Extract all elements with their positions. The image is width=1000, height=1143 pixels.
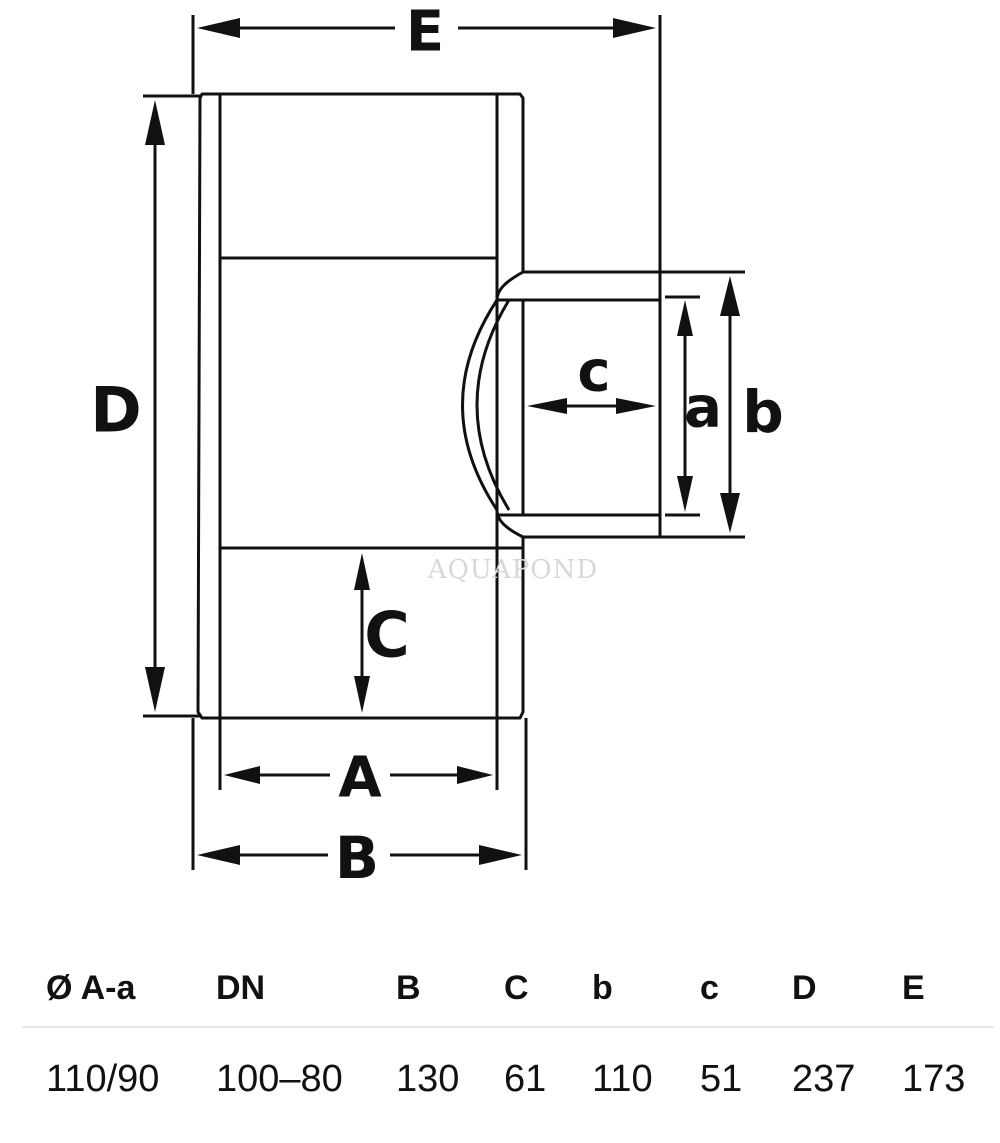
label-E: E	[406, 0, 444, 65]
pipe-tee-diagram: E D C A B c a b AQUAPOND	[90, 0, 784, 892]
table-header-row: Ø A-a DN B C b c D E	[22, 950, 994, 1028]
table-header-cell: c	[676, 950, 768, 1028]
table-cell: 100–80	[216, 1057, 343, 1100]
label-c: c	[577, 340, 610, 405]
table-header-cell: C	[480, 950, 568, 1028]
branch-collar-top	[495, 270, 524, 301]
table-header-cell: DN	[192, 950, 372, 1028]
label-a: a	[684, 376, 722, 441]
table-header-cell: B	[372, 950, 480, 1028]
branch-bulge-inner	[475, 299, 511, 511]
watermark: AQUAPOND	[427, 555, 598, 585]
table-row: 110/90 100–80 130 61 110 51 237 173	[22, 1027, 994, 1130]
branch-collar-bottom	[495, 509, 524, 539]
table-header-cell: Ø A-a	[22, 950, 192, 1028]
table-cell: 110	[592, 1057, 653, 1100]
table-header-cell: b	[568, 950, 676, 1028]
table-header-cell: D	[768, 950, 878, 1028]
label-A: A	[338, 746, 382, 811]
table-cell: 51	[700, 1057, 743, 1100]
tee-main-body	[196, 92, 525, 720]
label-C: C	[364, 599, 410, 672]
dimension-table: Ø A-a DN B C b c D E 110/90 100–80 130 6…	[22, 950, 994, 1130]
table-cell: 237	[792, 1057, 856, 1100]
branch-outer	[523, 270, 662, 539]
table-cell: 130	[396, 1057, 460, 1100]
table-cell: 61	[504, 1057, 547, 1100]
label-D: D	[90, 374, 141, 447]
label-B: B	[335, 824, 379, 892]
branch-bulge-outer	[461, 299, 499, 511]
label-b: b	[742, 378, 784, 446]
table-header-cell: E	[878, 950, 994, 1028]
table-cell: 173	[902, 1057, 966, 1100]
table-cell: 110/90	[46, 1057, 160, 1100]
